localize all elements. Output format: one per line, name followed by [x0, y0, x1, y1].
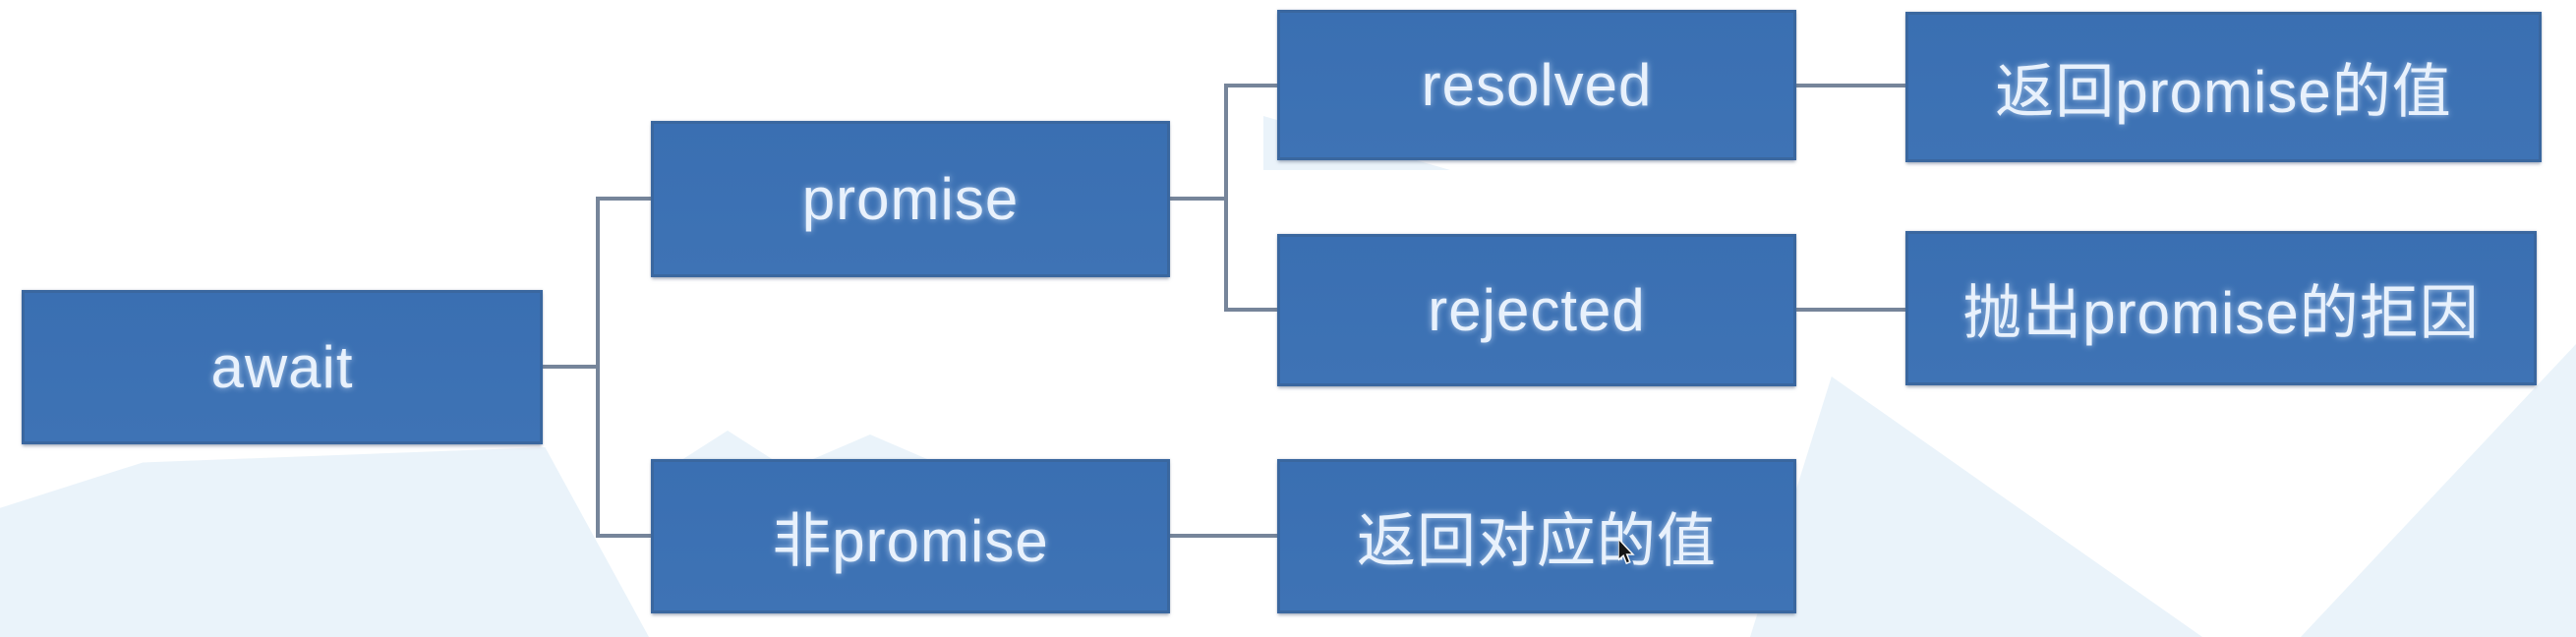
connector-resolved-in [1224, 84, 1279, 87]
node-non-promise[interactable]: 非promise [651, 459, 1170, 613]
connector-promise-in [596, 197, 653, 201]
connector-rejected-to-throw-reason [1796, 308, 1907, 312]
mouse-cursor-icon [1618, 539, 1635, 565]
connector-resolved-to-return-value [1796, 84, 1907, 87]
node-promise[interactable]: promise [651, 121, 1170, 277]
node-return-promise-value[interactable]: 返回promise的值 [1905, 12, 2542, 162]
node-return-corresponding-value[interactable]: 返回对应的值 [1277, 459, 1796, 613]
node-label: 返回promise的值 [1995, 59, 2452, 125]
node-resolved[interactable]: resolved [1277, 10, 1796, 160]
background-shape-bottom-left [0, 447, 649, 637]
node-label: 非promise [772, 508, 1049, 574]
background-shape-bottom-right-wedge [2301, 344, 2576, 637]
connector-non-promise-in [596, 534, 653, 538]
node-label: 抛出promise的拒因 [1962, 280, 2480, 346]
node-label: rejected [1428, 277, 1646, 343]
node-label: resolved [1421, 52, 1653, 118]
background-shape-zigzag-2 [806, 434, 934, 462]
node-rejected[interactable]: rejected [1277, 234, 1796, 386]
connector-non-promise-to-return-value [1170, 534, 1279, 538]
node-label: await [210, 334, 354, 400]
background-shape-center-triangle [1750, 376, 2202, 637]
background-shape-zigzag-1 [678, 431, 777, 462]
connector-await-branch [596, 197, 600, 538]
node-label: promise [801, 166, 1020, 232]
connector-await-out [543, 365, 600, 369]
node-await[interactable]: await [22, 290, 543, 444]
connector-promise-branch [1224, 84, 1228, 312]
connector-promise-out [1170, 197, 1228, 201]
node-throw-promise-reason[interactable]: 抛出promise的拒因 [1905, 231, 2537, 385]
connector-rejected-in [1224, 308, 1279, 312]
node-label: 返回对应的值 [1357, 508, 1717, 574]
